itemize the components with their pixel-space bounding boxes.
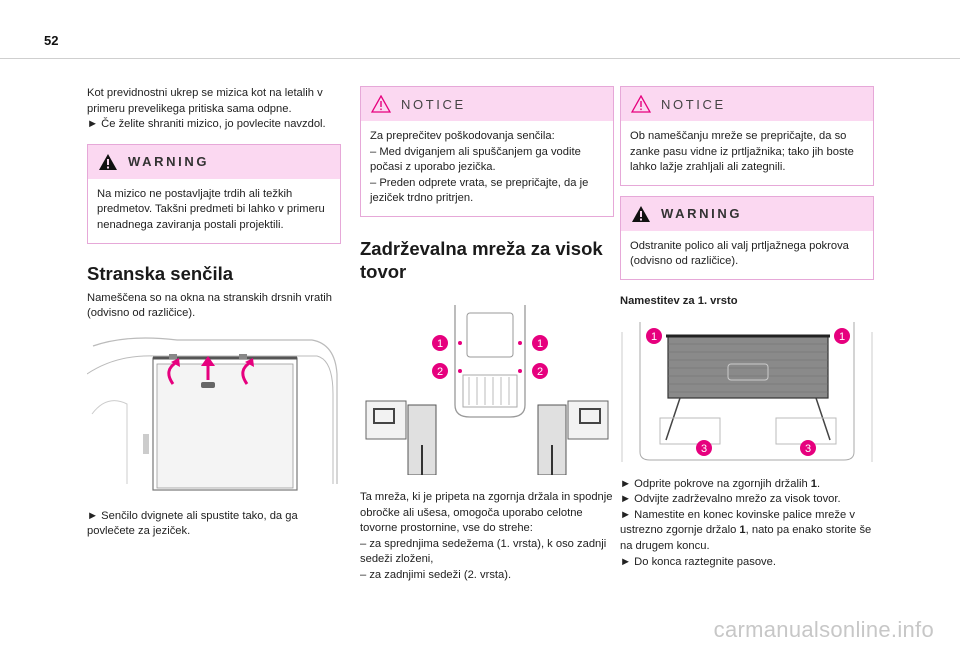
label-1-right: 1 [839, 331, 845, 343]
header-rule [0, 58, 960, 59]
page-number: 52 [44, 33, 59, 48]
caption-instruction: ► Senčilo dvignete ali spustite tako, da… [87, 509, 298, 538]
label-3-left: 3 [701, 443, 707, 455]
step-1-text: ► Odprite pokrove na zgornjih držalih [620, 477, 811, 490]
warning-box: WARNING Na mizico ne postavljajte trdih … [87, 143, 341, 244]
column-3: NOTICE Ob nameščanju mreže se prepričajt… [620, 86, 874, 570]
warning-header: WARNING [88, 144, 340, 179]
subheading-installation: Namestitev za 1. vrsto [620, 294, 738, 307]
label-1-left: 1 [651, 331, 657, 343]
cargo-net-mounting-illustration: 1 1 2 2 [365, 304, 609, 476]
step-1-end: . [817, 477, 821, 490]
notice-title: NOTICE [401, 96, 466, 112]
notice-box: NOTICE Za preprečitev poškodovanja senči… [360, 86, 614, 217]
label-2-right: 2 [537, 366, 543, 378]
cargo-net-body-1: Ta mreža, ki je pripeta na zgornja držal… [360, 490, 613, 535]
warning-title-2: WARNING [661, 206, 743, 222]
watermark: carmanualsonline.info [713, 617, 934, 642]
label-2-left: 2 [437, 366, 443, 378]
step-1: ► Odprite pokrove na zgornjih držalih 1. [620, 477, 874, 493]
label-1-right: 1 [537, 338, 543, 350]
step-2: ► Odvijte zadrževalno mrežo za visok tov… [620, 493, 841, 506]
side-blind-illustration [86, 337, 338, 491]
notice-text: Za preprečitev poškodovanja senčila: – M… [361, 121, 613, 216]
notice-header-2: NOTICE [621, 87, 873, 121]
step-1-ref: 1 [810, 477, 818, 490]
warning-icon [632, 205, 650, 222]
step-3-end: , nato pa enako storite še na drugem kon… [620, 524, 872, 552]
notice-line-1: Za preprečitev poškodovanja senčila: [370, 130, 555, 142]
label-1-left: 1 [437, 338, 443, 350]
section-heading-side-blinds: Stranska senčila [87, 262, 234, 284]
column-2: NOTICE Za preprečitev poškodovanja senči… [360, 86, 614, 584]
warning-title: WARNING [128, 154, 210, 170]
cargo-net-body-3: – za zadnjimi sedeži (2. vrsta). [360, 568, 512, 581]
step-3-text: ► Namestite en konec kovinske palice mre… [620, 508, 855, 537]
warning-header-2: WARNING [621, 196, 873, 231]
section-body: Nameščena so na okna na stranskih drsnih… [87, 291, 333, 320]
warning-box-2: WARNING Odstranite polico ali valj prtlj… [620, 195, 874, 280]
notice-box-2: NOTICE Ob nameščanju mreže se prepričajt… [620, 86, 874, 186]
notice-icon [631, 95, 651, 113]
label-3-right: 3 [805, 443, 811, 455]
intro-instruction: ► Če želite shraniti mizico, jo povlecit… [87, 118, 326, 131]
cargo-net-body-2: – za sprednjima sedežema (1. vrsta), k o… [360, 537, 607, 566]
notice-icon [371, 95, 391, 113]
section-heading-cargo-net: Zadrževalna mreža za visok tovor [360, 237, 603, 282]
step-3-ref: 1 [739, 524, 746, 537]
step-4: ► Do konca raztegnite pasove. [620, 555, 776, 568]
notice-header: NOTICE [361, 87, 613, 121]
notice-title-2: NOTICE [661, 96, 726, 112]
notice-text-2: Ob nameščanju mreže se prepričajte, da s… [630, 130, 854, 174]
notice-line-2: – Med dviganjem ali spuščanjem ga vodite… [370, 145, 581, 174]
step-3: ► Namestite en konec kovinske palice mre… [620, 508, 874, 555]
warning-icon [99, 153, 117, 170]
warning-text: Na mizico ne postavljajte trdih ali težk… [97, 187, 325, 231]
notice-line-3: – Preden odprete vrata, se prepričajte, … [370, 176, 589, 205]
intro-paragraph: Kot previdnostni ukrep se mizica kot na … [87, 87, 323, 115]
column-1: Kot previdnostni ukrep se mizica kot na … [86, 86, 341, 540]
warning-text-2: Odstranite polico ali valj prtljažnega p… [630, 239, 849, 268]
net-installation-illustration: 1 1 3 3 [621, 321, 873, 462]
